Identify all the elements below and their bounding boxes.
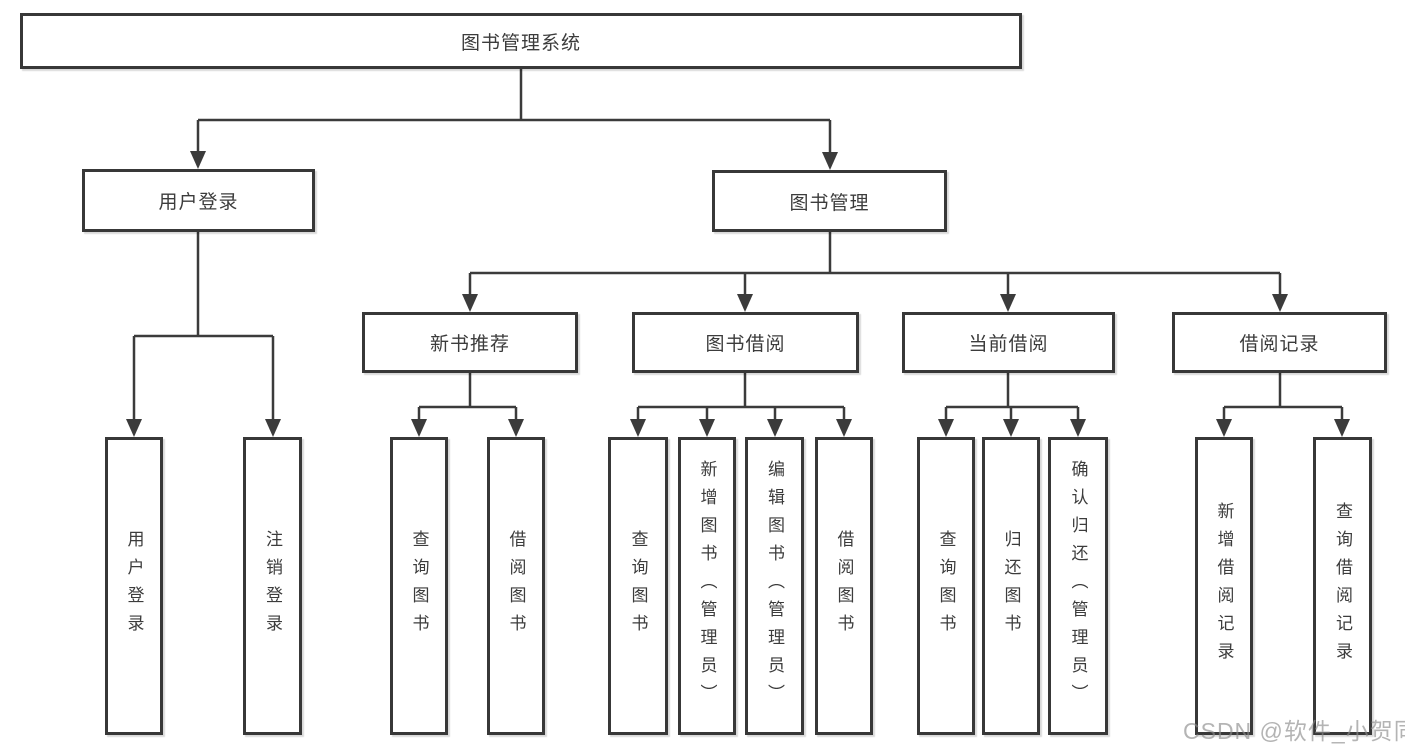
- arrowheads: [126, 151, 1350, 437]
- node-borrow-record: 借阅记录: [1172, 312, 1387, 373]
- leaf-record-add: 新增借阅记录: [1195, 437, 1253, 735]
- leaf-user-login: 用户登录: [105, 437, 163, 735]
- node-new-book-recommend: 新书推荐: [362, 312, 578, 373]
- leaf-borrow-book-label: 借阅图书: [834, 530, 854, 642]
- leaf-borrow-edit-admin-label: 编辑图书（管理员）: [765, 460, 784, 712]
- leaf-borrow-edit-admin: 编辑图书（管理员）: [745, 437, 804, 735]
- leaf-borrow-book: 借阅图书: [815, 437, 873, 735]
- csdn-watermark: CSDN @软件_小贺同学: [1183, 718, 1405, 744]
- node-book-borrow-label: 图书借阅: [705, 334, 786, 355]
- node-borrow-record-label: 借阅记录: [1239, 334, 1320, 355]
- leaf-record-query: 查询借阅记录: [1313, 437, 1372, 735]
- leaf-logout-label: 注销登录: [263, 530, 282, 642]
- node-current-borrow-label: 当前借阅: [968, 334, 1049, 355]
- node-root-label: 图书管理系统: [460, 32, 581, 54]
- leaf-current-return-label: 归还图书: [1001, 530, 1021, 642]
- node-user-login-label: 用户登录: [158, 192, 239, 213]
- node-book-management-label: 图书管理: [789, 192, 870, 214]
- node-root: 图书管理系统: [20, 13, 1022, 69]
- leaf-newbook-borrow: 借阅图书: [487, 437, 545, 735]
- node-new-book-recommend-label: 新书推荐: [429, 334, 510, 355]
- leaf-newbook-query-label: 查询图书: [409, 530, 429, 642]
- leaf-record-add-label: 新增借阅记录: [1214, 502, 1234, 670]
- node-book-borrow: 图书借阅: [632, 312, 859, 373]
- leaf-borrow-query: 查询图书: [608, 437, 668, 735]
- leaf-logout: 注销登录: [243, 437, 302, 735]
- leaf-current-query: 查询图书: [917, 437, 975, 735]
- leaf-borrow-add-admin-label: 新增图书（管理员）: [697, 460, 717, 712]
- leaf-current-confirm-admin: 确认归还（管理员）: [1048, 437, 1108, 735]
- node-user-login: 用户登录: [82, 169, 315, 232]
- leaf-borrow-add-admin: 新增图书（管理员）: [678, 437, 736, 735]
- leaf-current-query-label: 查询图书: [936, 530, 956, 642]
- leaf-newbook-borrow-label: 借阅图书: [506, 530, 526, 642]
- node-current-borrow: 当前借阅: [902, 312, 1115, 373]
- leaf-user-login-label: 用户登录: [124, 530, 144, 642]
- leaf-borrow-query-label: 查询图书: [628, 530, 648, 642]
- leaf-current-return: 归还图书: [982, 437, 1040, 735]
- leaf-record-query-label: 查询借阅记录: [1333, 502, 1352, 670]
- node-book-management: 图书管理: [712, 170, 947, 232]
- leaf-current-confirm-admin-label: 确认归还（管理员）: [1068, 460, 1088, 712]
- leaf-newbook-query: 查询图书: [390, 437, 448, 735]
